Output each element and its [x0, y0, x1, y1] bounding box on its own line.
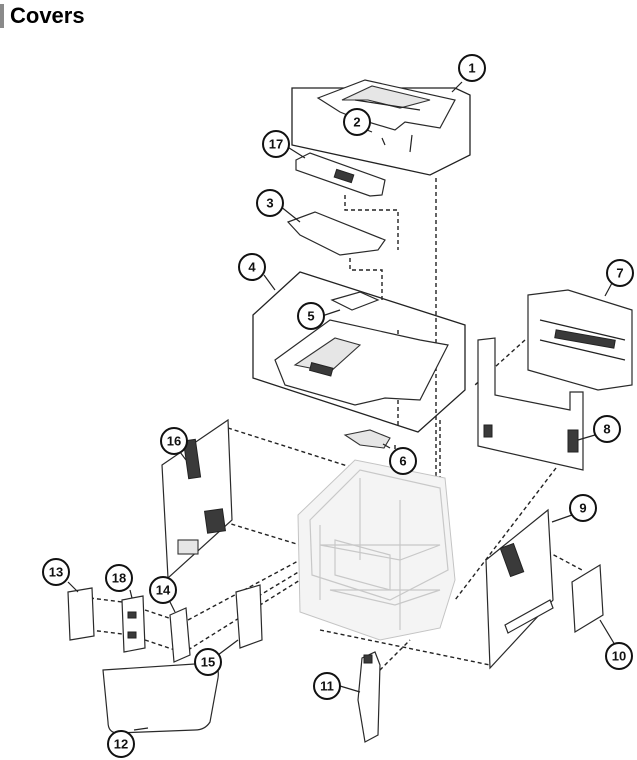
callout-10: 10	[605, 642, 633, 670]
assembly-line-16-top	[227, 427, 361, 471]
part-18-bracket	[121, 595, 146, 653]
callout-14-label: 14	[156, 583, 171, 598]
part-8	[477, 337, 584, 471]
callout-16-label: 16	[167, 434, 181, 449]
callout-18-label: 18	[112, 571, 126, 586]
callout-7: 7	[606, 259, 634, 287]
part-13-bracket	[67, 587, 95, 641]
callout-9: 9	[569, 494, 597, 522]
callout-4: 4	[238, 253, 266, 281]
part-10-panel	[571, 563, 604, 634]
callout-4-label: 4	[248, 260, 256, 275]
part-11-bracket	[357, 651, 381, 743]
title-accent-bar	[0, 4, 4, 28]
callout-6-label: 6	[399, 454, 406, 469]
assembly-line-9	[319, 629, 491, 666]
part-screws	[381, 134, 413, 153]
callout-13-label: 13	[49, 565, 63, 580]
part-printer-frame	[297, 459, 456, 641]
part-3	[286, 211, 386, 256]
assembly-line-17	[344, 195, 399, 250]
callout-9-label: 9	[579, 501, 586, 516]
callout-11-label: 11	[320, 679, 334, 694]
callout-1-label: 1	[468, 61, 475, 76]
assembly-line-13b	[89, 629, 139, 637]
page-title-block: Covers	[0, 2, 85, 30]
callout-10-label: 10	[612, 649, 626, 664]
callout-1: 1	[458, 54, 486, 82]
group-box-top-cover	[291, 87, 471, 176]
part-4-control-panel	[274, 291, 449, 406]
part-7	[527, 289, 633, 391]
callout-5: 5	[297, 302, 325, 330]
assembly-line-3	[349, 258, 383, 300]
part-15-bracket	[235, 584, 263, 649]
callout-16: 16	[160, 427, 188, 455]
part-6	[343, 429, 391, 449]
callout-17-label: 17	[269, 137, 283, 152]
callout-11: 11	[313, 672, 341, 700]
assembly-line-11	[359, 639, 411, 691]
callout-18: 18	[105, 564, 133, 592]
part-9-right-cover	[485, 508, 554, 670]
assembly-line-18a	[144, 609, 176, 621]
callout-3-label: 3	[266, 196, 273, 211]
part-14-bracket	[169, 607, 191, 663]
callout-15: 15	[194, 648, 222, 676]
callout-17: 17	[262, 130, 290, 158]
callout-8: 8	[593, 415, 621, 443]
callout-7-label: 7	[616, 266, 623, 281]
callout-8-label: 8	[603, 422, 610, 437]
part-16-left-cover	[161, 418, 233, 580]
assembly-line-18b	[144, 639, 176, 651]
part-17	[295, 152, 386, 197]
callout-6: 6	[389, 447, 417, 475]
callout-2-label: 2	[353, 115, 360, 130]
callout-14: 14	[149, 576, 177, 604]
callout-12: 12	[107, 730, 135, 758]
assembly-line-16-bottom	[217, 519, 301, 546]
callout-12-label: 12	[114, 737, 128, 752]
callout-2: 2	[343, 108, 371, 136]
group-box-4	[252, 271, 466, 433]
part-top-cover	[316, 79, 456, 131]
page-title: Covers	[10, 3, 85, 28]
callout-5-label: 5	[307, 309, 314, 324]
assembly-line-13a	[89, 597, 139, 605]
callout-15-label: 15	[201, 655, 215, 670]
callout-13: 13	[42, 558, 70, 586]
callout-3: 3	[256, 189, 284, 217]
